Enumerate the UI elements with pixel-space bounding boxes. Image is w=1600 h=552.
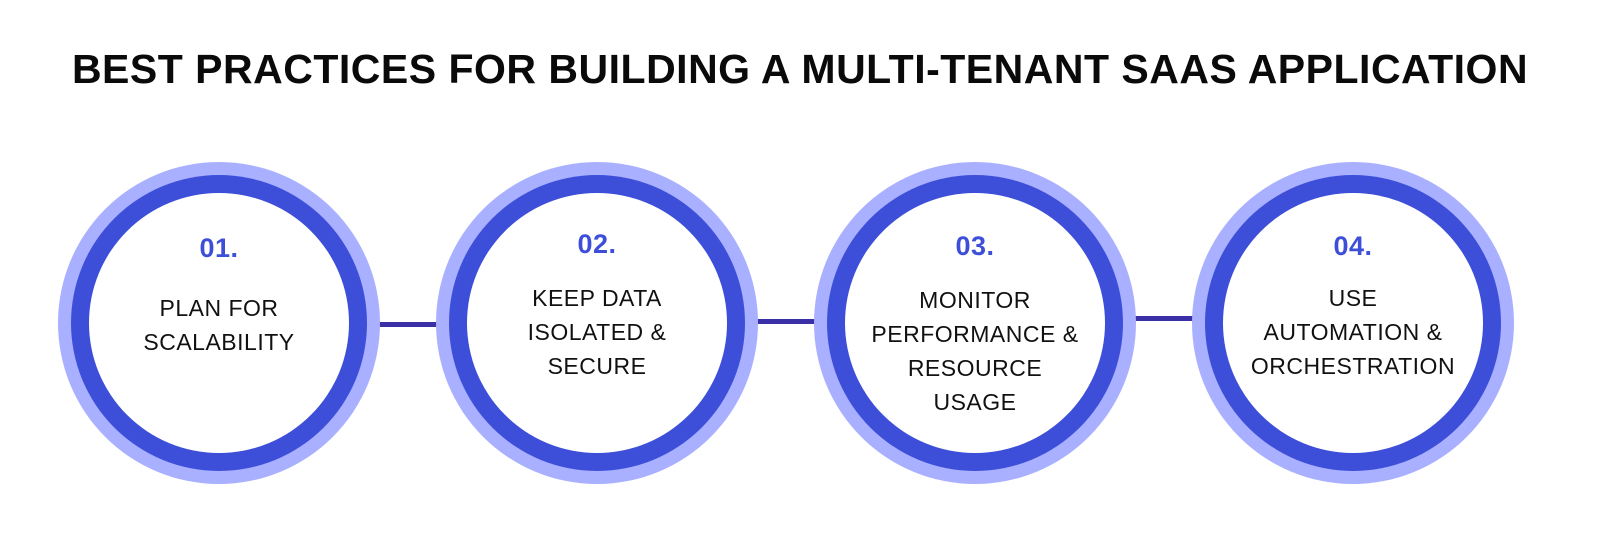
step-1-circle: 01. PLAN FOR SCALABILITY: [58, 162, 380, 484]
step-3-number: 03.: [955, 231, 995, 261]
step-1-label: PLAN FOR SCALABILITY: [89, 291, 349, 359]
step-4-label-line-2: AUTOMATION &: [1263, 319, 1443, 345]
step-3-label-line-1: MONITOR: [919, 287, 1031, 313]
step-3-circle: 03. MONITOR PERFORMANCE & RESOURCE USAGE: [814, 162, 1136, 484]
step-2-label: KEEP DATA ISOLATED & SECURE: [467, 281, 727, 383]
connector-3-4: [1126, 316, 1206, 321]
step-1-label-line-2: SCALABILITY: [143, 329, 295, 355]
step-4-label-line-3: ORCHESTRATION: [1250, 353, 1456, 379]
step-3-label-line-4: USAGE: [933, 389, 1017, 415]
connector-2-3: [748, 319, 828, 324]
step-1-number: 01.: [199, 233, 239, 263]
step-3-label: MONITOR PERFORMANCE & RESOURCE USAGE: [845, 283, 1105, 419]
step-2-circle: 02. KEEP DATA ISOLATED & SECURE: [436, 162, 758, 484]
step-2-number: 02.: [577, 229, 617, 259]
step-4-number: 04.: [1333, 231, 1373, 261]
step-3-label-line-2: PERFORMANCE &: [871, 321, 1079, 347]
connector-1-2: [370, 322, 450, 327]
step-2-label-line-1: KEEP DATA: [532, 285, 662, 311]
step-2-label-line-2: ISOLATED &: [527, 319, 667, 345]
step-1-label-line-1: PLAN FOR: [159, 295, 279, 321]
step-2-label-line-3: SECURE: [547, 353, 647, 379]
step-3-label-line-3: RESOURCE: [907, 355, 1043, 381]
diagram-title: BEST PRACTICES FOR BUILDING A MULTI-TENA…: [71, 46, 1529, 92]
step-4-label: USE AUTOMATION & ORCHESTRATION: [1223, 281, 1483, 383]
step-4-label-line-1: USE: [1328, 285, 1378, 311]
step-4-circle: 04. USE AUTOMATION & ORCHESTRATION: [1192, 162, 1514, 484]
